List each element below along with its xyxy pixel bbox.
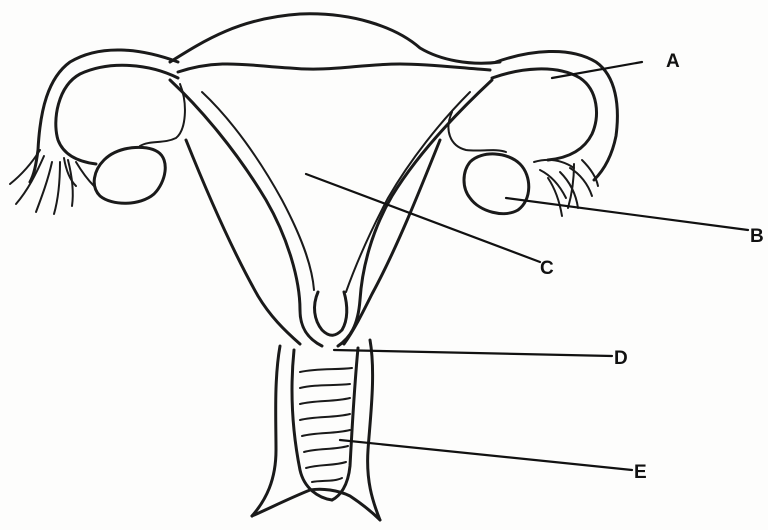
right-fallopian-tube-inner	[492, 69, 596, 160]
uterus-fundus	[170, 14, 500, 63]
vagina-inner-right	[332, 348, 358, 500]
label-a: A	[666, 51, 680, 72]
left-fallopian-tube-inner	[56, 65, 178, 164]
cervical-canal	[315, 292, 347, 335]
leader-line-e	[340, 440, 632, 470]
right-ovary	[464, 154, 529, 214]
vaginal-rugae	[300, 368, 352, 482]
left-ovary	[94, 147, 165, 203]
uterus-left-wall-inner	[186, 140, 300, 344]
vagina-outer-right	[368, 340, 380, 520]
right-fimbriae	[534, 160, 598, 216]
uterus-left-wall-outer	[170, 80, 322, 346]
label-e: E	[634, 462, 647, 483]
leader-line-d	[334, 350, 612, 356]
label-c: C	[540, 258, 554, 279]
label-d: D	[614, 348, 628, 369]
leader-line-c	[306, 174, 540, 262]
uterine-cavity-left	[202, 92, 314, 290]
uterine-cavity-top	[178, 64, 490, 72]
left-tube-loop	[140, 84, 185, 146]
vagina-inner-left	[292, 350, 332, 500]
vagina-outer	[252, 346, 280, 516]
leader-line-b	[506, 198, 748, 230]
right-tube-loop	[448, 112, 506, 152]
label-b: B	[750, 226, 764, 247]
uterus-right-wall-outer	[338, 80, 492, 346]
